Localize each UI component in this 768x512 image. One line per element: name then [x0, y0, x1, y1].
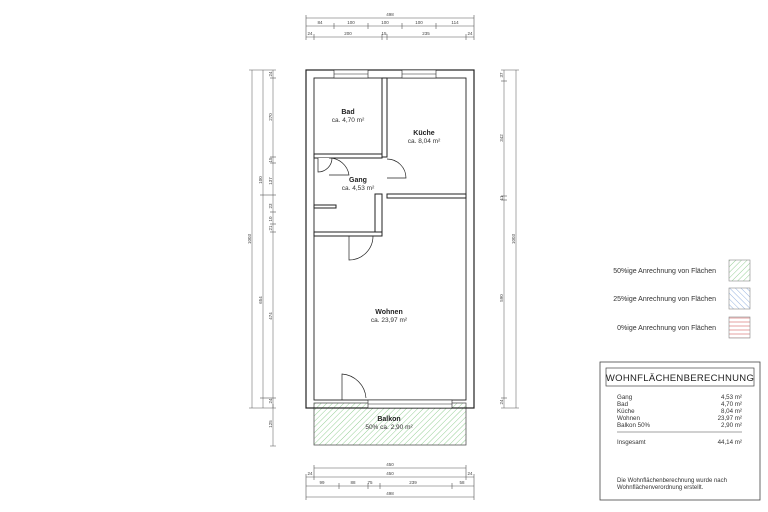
panel-row-label: Balkon 50%	[617, 422, 651, 429]
dim-top-row1: 100	[347, 20, 355, 25]
panel-row-value: 4,53 m²	[721, 394, 742, 401]
dim-left-outer: 270	[268, 113, 273, 121]
area-calculation-panel: WOHNFLÄCHENBERECHNUNG Gang 4,53 m² Bad 4…	[599, 361, 761, 501]
room-wohnen-area: ca. 23,97 m²	[371, 317, 408, 324]
dim-left-outer: 24	[268, 398, 273, 404]
dim-bottom-row3: 239	[409, 480, 417, 485]
legend-swatch-25	[728, 287, 751, 310]
room-kueche-name: Küche	[413, 130, 435, 137]
panel-row-label: Wohnen	[617, 415, 640, 422]
dim-left-inner: 654	[258, 296, 263, 304]
dim-left-outer: 21	[268, 225, 273, 231]
legend-label-25: 25%ige Anrechnung von Flächen	[613, 296, 716, 303]
room-balkon-name: Balkon	[377, 416, 400, 423]
legend-swatch-50	[728, 259, 751, 282]
room-balkon-area: 50% ca. 2,90 m²	[365, 424, 413, 431]
left-dimensions	[249, 69, 276, 409]
panel-row-label: Küche	[617, 408, 635, 415]
top-dimensions	[305, 15, 475, 40]
dim-top-row2: 200	[344, 31, 352, 36]
dim-top-row1: 114	[451, 20, 459, 25]
panel-total-value: 44,14 m²	[718, 439, 742, 446]
dim-bottom-row2: 24	[307, 471, 313, 476]
dim-left-total: 1003	[247, 233, 252, 244]
panel-note-line1: Die Wohnflächenberechnung wurde nach	[617, 478, 727, 484]
panel-note-line2: Wohnflächenverordnung erstellt.	[617, 485, 704, 491]
panel-row-value: 8,04 m²	[721, 408, 742, 415]
panel-total-label: Insgesamt	[617, 439, 646, 446]
legend-label-50: 50%ige Anrechnung von Flächen	[613, 268, 716, 275]
dim-top-row2: 15	[381, 31, 387, 36]
panel-row-label: Bad	[617, 401, 629, 408]
windows	[333, 69, 453, 409]
dim-left-outer: 15	[268, 157, 273, 163]
balkon-area	[313, 402, 467, 446]
legend: 50%ige Anrechnung von Flächen 25%ige Anr…	[613, 259, 751, 339]
dim-left-inner: 100	[258, 176, 263, 184]
dim-right-chain: 342	[499, 134, 504, 142]
dim-left-outer: 24	[268, 71, 273, 77]
panel-title: WOHNFLÄCHENBERECHNUNG	[606, 373, 754, 384]
dim-bottom-row3: 99	[319, 480, 325, 485]
legend-swatch-0	[728, 316, 751, 339]
room-kueche-area: ca. 8,04 m²	[408, 138, 441, 145]
dim-bottom-row3: 75	[367, 480, 373, 485]
dim-bottom-row2: 450	[386, 471, 394, 476]
dim-left-outer: 474	[268, 312, 273, 320]
dim-right-chain: 11	[499, 195, 504, 200]
bottom-dimensions	[305, 465, 475, 500]
doors	[317, 157, 407, 400]
dim-top-total: 498	[386, 12, 394, 17]
dim-top-row2: 24	[307, 31, 313, 36]
dim-right-total: 1003	[511, 233, 516, 244]
room-bad-name: Bad	[341, 109, 354, 116]
dim-left-outer: 23	[268, 203, 273, 209]
panel-row-value: 2,90 m²	[721, 422, 742, 429]
dim-left-outer: 10	[268, 216, 273, 222]
panel-row-value: 23,97 m²	[718, 415, 742, 422]
dim-bottom-row3: 58	[459, 480, 465, 485]
dim-bottom-row2: 24	[467, 471, 473, 476]
right-dimensions	[501, 69, 519, 409]
dim-top-row1: 100	[381, 20, 389, 25]
dim-top-row1: 84	[317, 20, 323, 25]
room-bad-area: ca. 4,70 m²	[332, 117, 365, 124]
room-gang-area: ca. 4,53 m²	[342, 185, 375, 192]
room-gang-name: Gang	[349, 177, 367, 184]
dim-right-chain: 37	[499, 72, 504, 78]
legend-label-0: 0%ige Anrechnung von Flächen	[617, 325, 716, 332]
dim-top-row2: 235	[422, 31, 430, 36]
dim-top-row2: 24	[467, 31, 473, 36]
dim-bottom-row1: 450	[386, 462, 394, 467]
panel-row-value: 4,70 m²	[721, 401, 742, 408]
dim-bottom-total: 498	[386, 491, 394, 496]
dim-left-outer: 137	[268, 177, 273, 185]
room-wohnen-name: Wohnen	[375, 309, 402, 316]
dim-balkon-depth: 125	[268, 420, 273, 428]
dim-right-chain: 590	[499, 294, 504, 302]
panel-row-label: Gang	[617, 394, 633, 401]
dim-bottom-row3: 88	[350, 480, 356, 485]
balkon-depth-dimension	[270, 404, 276, 447]
dim-right-chain: 24	[499, 399, 504, 405]
dim-top-row1: 100	[415, 20, 423, 25]
